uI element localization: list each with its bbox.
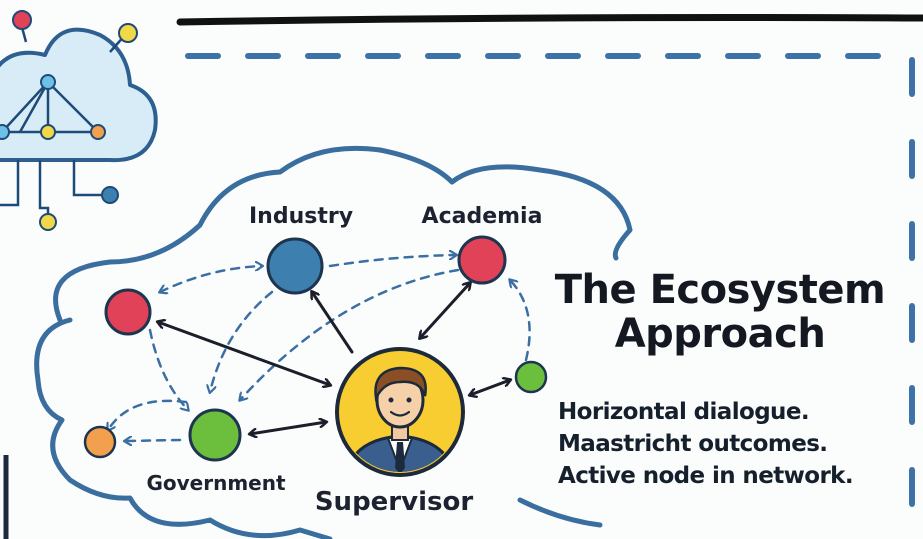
top-rule <box>176 14 923 26</box>
title-line-1: The Ecosystem <box>554 267 886 313</box>
government-node <box>188 408 242 462</box>
right-green-node <box>514 360 548 394</box>
government-label: Government <box>146 471 286 495</box>
academia-label: Academia <box>422 204 543 229</box>
solid-connections <box>158 283 510 434</box>
supervisor-label: Supervisor <box>315 487 474 517</box>
left-red-node <box>104 288 152 336</box>
dashed-connections <box>108 255 531 441</box>
ecosystem-cloud <box>34 145 633 539</box>
industry-label: Industry <box>249 204 353 229</box>
note-item: Horizontal dialogue. <box>558 399 810 425</box>
academia-node <box>457 235 507 285</box>
industry-node <box>266 237 324 295</box>
cloud-network-icon <box>0 10 158 231</box>
supervisor-node <box>335 347 465 477</box>
diagram-title: The Ecosystem Approach <box>540 268 900 356</box>
note-item: Maastricht outcomes. <box>558 431 828 457</box>
orange-node <box>83 425 117 459</box>
title-line-2: Approach <box>614 311 826 357</box>
notes-list: Horizontal dialogue. Maastricht outcomes… <box>558 396 918 492</box>
note-item: Active node in network. <box>558 463 854 489</box>
